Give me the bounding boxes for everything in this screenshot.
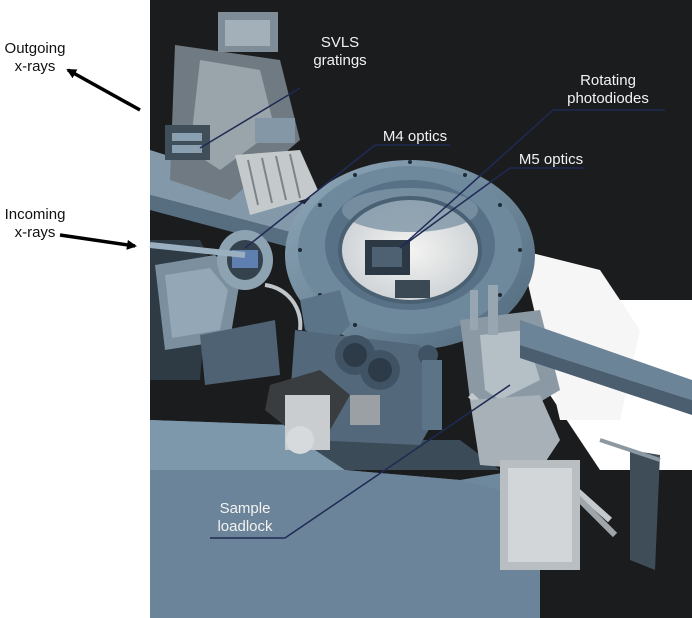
outgoing-arrow	[66, 68, 141, 112]
floor-platform	[150, 420, 540, 618]
manipulator-hardware	[265, 285, 692, 570]
pointer-line-m4	[244, 144, 376, 249]
label-outgoing-xrays: Outgoing x-rays	[4, 40, 66, 75]
pointer-line-svls	[199, 87, 301, 149]
label-incoming-xrays: Incoming x-rays	[4, 206, 66, 241]
label-svls-gratings: SVLS gratings	[313, 34, 367, 69]
pointer-line-rotating	[399, 109, 554, 249]
main-chamber	[285, 160, 535, 445]
spectrometer-arm	[150, 12, 330, 250]
incoming-arrow	[59, 233, 137, 250]
label-m5-optics: M5 optics	[518, 151, 584, 168]
pointer-line-m5	[399, 167, 511, 249]
incoming-beamline-hardware	[149, 230, 303, 385]
pointer-line-sample	[284, 384, 511, 539]
label-rotating-photodiodes: Rotating photodiodes	[567, 72, 649, 107]
label-m4-optics: M4 optics	[382, 128, 448, 145]
label-sample-loadlock: Sample loadlock	[217, 500, 273, 535]
